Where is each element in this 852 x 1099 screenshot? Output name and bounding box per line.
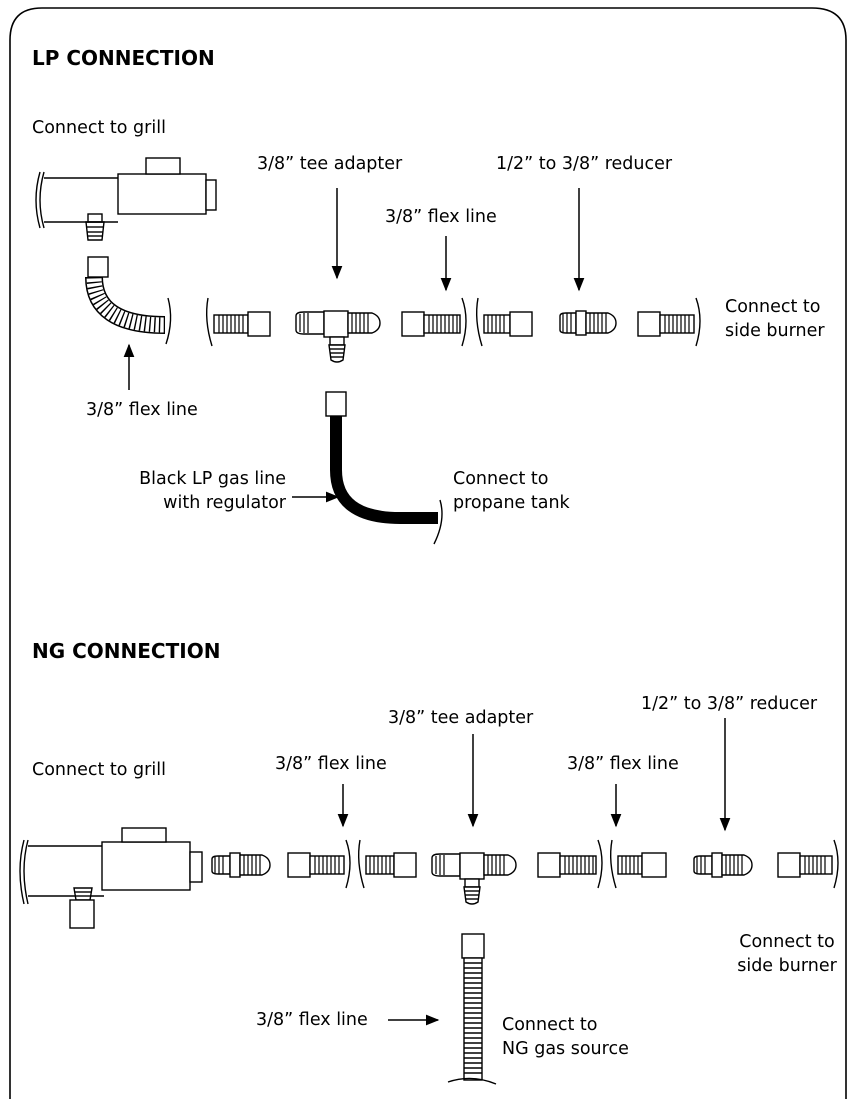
lp-black-gas-line [325,391,443,545]
lp-reducer-label: 1/2” to 3/8” reducer [496,154,673,174]
ng-gas-source-line2: NG gas source [502,1039,629,1059]
lp-black-line-line2: with regulator [163,493,286,513]
lp-flex-line-grill [85,256,172,345]
lp-connect-grill-label: Connect to grill [32,118,166,138]
lp-tee-adapter-label: 3/8” tee adapter [257,154,403,174]
ng-grill-manifold [19,827,203,929]
ng-gas-source-label: Connect to NG gas source [502,1013,629,1061]
lp-grill-manifold [35,157,217,241]
ng-flex-line-bottom-label: 3/8” flex line [256,1010,368,1030]
lp-flex-stub-2 [401,297,533,347]
lp-black-line-label: Black LP gas line with regulator [120,467,286,515]
ng-side-burner-line1: Connect to [739,932,835,952]
ng-arrows [337,718,731,1026]
lp-side-burner-line1: Connect to [725,297,821,317]
lp-side-burner-line2: side burner [725,321,825,341]
lp-flex-stub-3 [637,297,701,347]
ng-flex-line-right-label: 3/8” flex line [567,754,679,774]
ng-tee-adapter-label: 3/8” tee adapter [388,708,534,728]
lp-propane-tank-line2: propane tank [453,493,570,513]
ng-reducer [693,852,753,878]
ng-connect-grill-label: Connect to grill [32,760,166,780]
lp-arrows [123,188,585,503]
ng-flex-stub-1 [287,839,417,889]
lp-flex-stub-1 [205,297,271,347]
ng-flex-stub-2 [537,839,667,889]
ng-section-title: NG CONNECTION [32,639,221,663]
lp-propane-tank-line1: Connect to [453,469,549,489]
ng-side-burner-line2: side burner [737,956,837,976]
lp-flex-line-top-label: 3/8” flex line [385,207,497,227]
lp-flex-line-bottom-label: 3/8” flex line [86,400,198,420]
lp-tee-adapter [295,310,381,363]
ng-flex-stub-3 [777,839,839,889]
ng-flex-line-vertical [447,933,497,1085]
ng-flex-line-left-label: 3/8” flex line [275,754,387,774]
ng-side-burner-label: Connect to side burner [724,930,850,978]
lp-reducer [559,310,617,336]
outer-border [9,7,847,1099]
ng-gas-source-line1: Connect to [502,1015,598,1035]
lp-propane-tank-label: Connect to propane tank [453,467,570,515]
lp-black-line-line1: Black LP gas line [139,469,286,489]
lp-side-burner-label: Connect to side burner [725,295,825,343]
ng-adapter-1 [211,852,271,878]
ng-reducer-label: 1/2” to 3/8” reducer [641,694,818,714]
lp-section-title: LP CONNECTION [32,46,215,70]
ng-tee-adapter [431,852,517,905]
